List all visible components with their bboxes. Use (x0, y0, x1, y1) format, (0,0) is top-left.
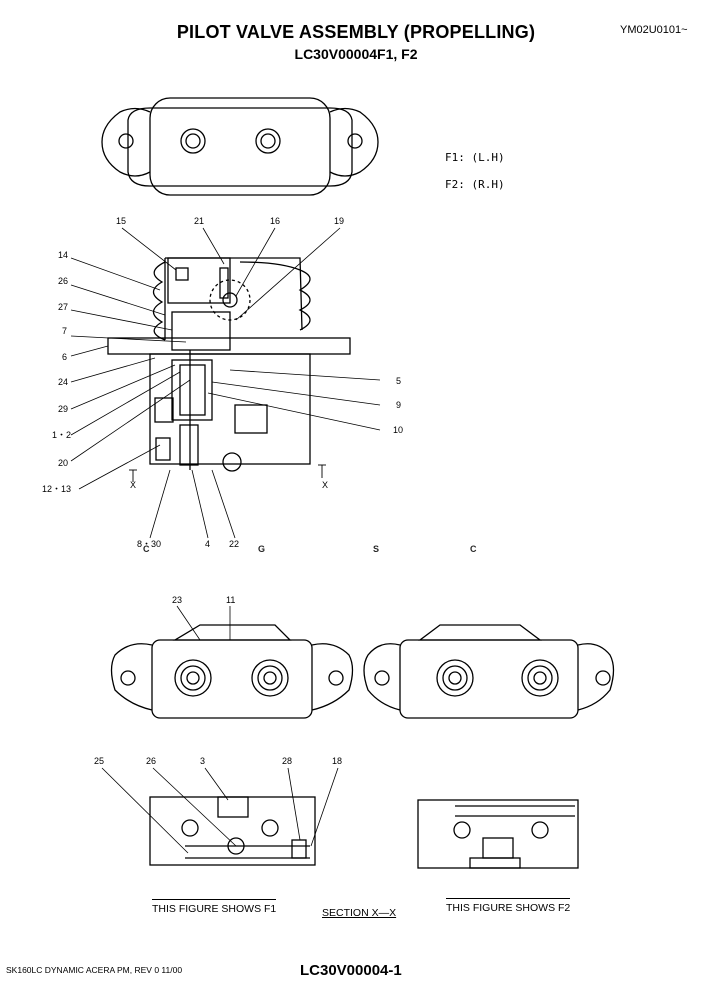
caption-f1: THIS FIGURE SHOWS F1 (152, 899, 277, 915)
side-view-f2 (363, 624, 615, 719)
section-f2 (417, 799, 579, 869)
callout-labels: 15 21 16 19 14 26 27 7 6 24 29 1・2 20 12… (42, 216, 403, 766)
callout-12-13: 12・13 (42, 484, 71, 494)
callout-21: 21 (194, 216, 204, 226)
callout-27: 27 (58, 302, 68, 312)
callout-14: 14 (58, 250, 68, 260)
callout-22: 22 (229, 539, 239, 549)
document-code: YM02U0101~ (620, 24, 688, 36)
callout-10: 10 (393, 425, 403, 435)
watermark-letter-4: C (470, 544, 477, 554)
watermark: C G S C (143, 544, 477, 554)
caption-section: SECTION X—X (322, 907, 396, 919)
callout-19: 19 (334, 216, 344, 226)
callout-7: 7 (62, 326, 67, 336)
callout-16: 16 (270, 216, 280, 226)
callout-11: 11 (226, 595, 235, 605)
callout-26: 26 (58, 276, 68, 286)
caption-f1-text: THIS FIGURE SHOWS F1 (152, 903, 277, 915)
sectional-view (107, 257, 351, 472)
callout-26-lower: 26 (146, 756, 156, 766)
callout-29: 29 (58, 404, 68, 414)
footer-revision: SK160LC DYNAMIC ACERA PM, REV 0 11/00 (6, 965, 183, 975)
callout-15: 15 (116, 216, 126, 226)
caption-f1-rule (152, 899, 277, 900)
footer-part-number: LC30V00004-1 (300, 962, 402, 979)
page-title: PILOT VALVE ASSEMBLY (PROPELLING) (176, 22, 536, 42)
callout-9: 9 (396, 400, 401, 410)
page-subtitle: LC30V00004F1, F2 (294, 46, 418, 62)
section-marker-x-left: X (130, 480, 136, 490)
side-view-f1 (110, 624, 354, 719)
section-marker-x-right: X (322, 480, 328, 490)
legend-f2: F2: (R.H) (445, 178, 505, 191)
watermark-letter-3: S (373, 544, 379, 554)
callout-3: 3 (200, 756, 205, 766)
caption-section-text: SECTION X—X (322, 907, 397, 919)
callout-28: 28 (282, 756, 292, 766)
watermark-letter-1: C (143, 544, 150, 554)
caption-f2-rule (446, 898, 571, 899)
callout-20: 20 (58, 458, 68, 468)
watermark-letter-2: G (258, 544, 265, 554)
callout-1-2: 1・2 (52, 430, 71, 440)
caption-f2-text: THIS FIGURE SHOWS F2 (446, 902, 571, 914)
leader-lines (70, 227, 381, 854)
callout-6: 6 (62, 352, 67, 362)
callout-5: 5 (396, 376, 401, 386)
callout-23: 23 (172, 595, 182, 605)
caption-f2: THIS FIGURE SHOWS F2 (446, 898, 571, 914)
callout-25: 25 (94, 756, 104, 766)
callout-24: 24 (58, 377, 68, 387)
callout-18: 18 (332, 756, 342, 766)
callout-4: 4 (205, 539, 210, 549)
top-view-flange (101, 97, 379, 196)
section-f1 (149, 796, 316, 866)
legend-f1: F1: (L.H) (445, 151, 505, 164)
callout-8-30: 8・30 (137, 539, 161, 549)
